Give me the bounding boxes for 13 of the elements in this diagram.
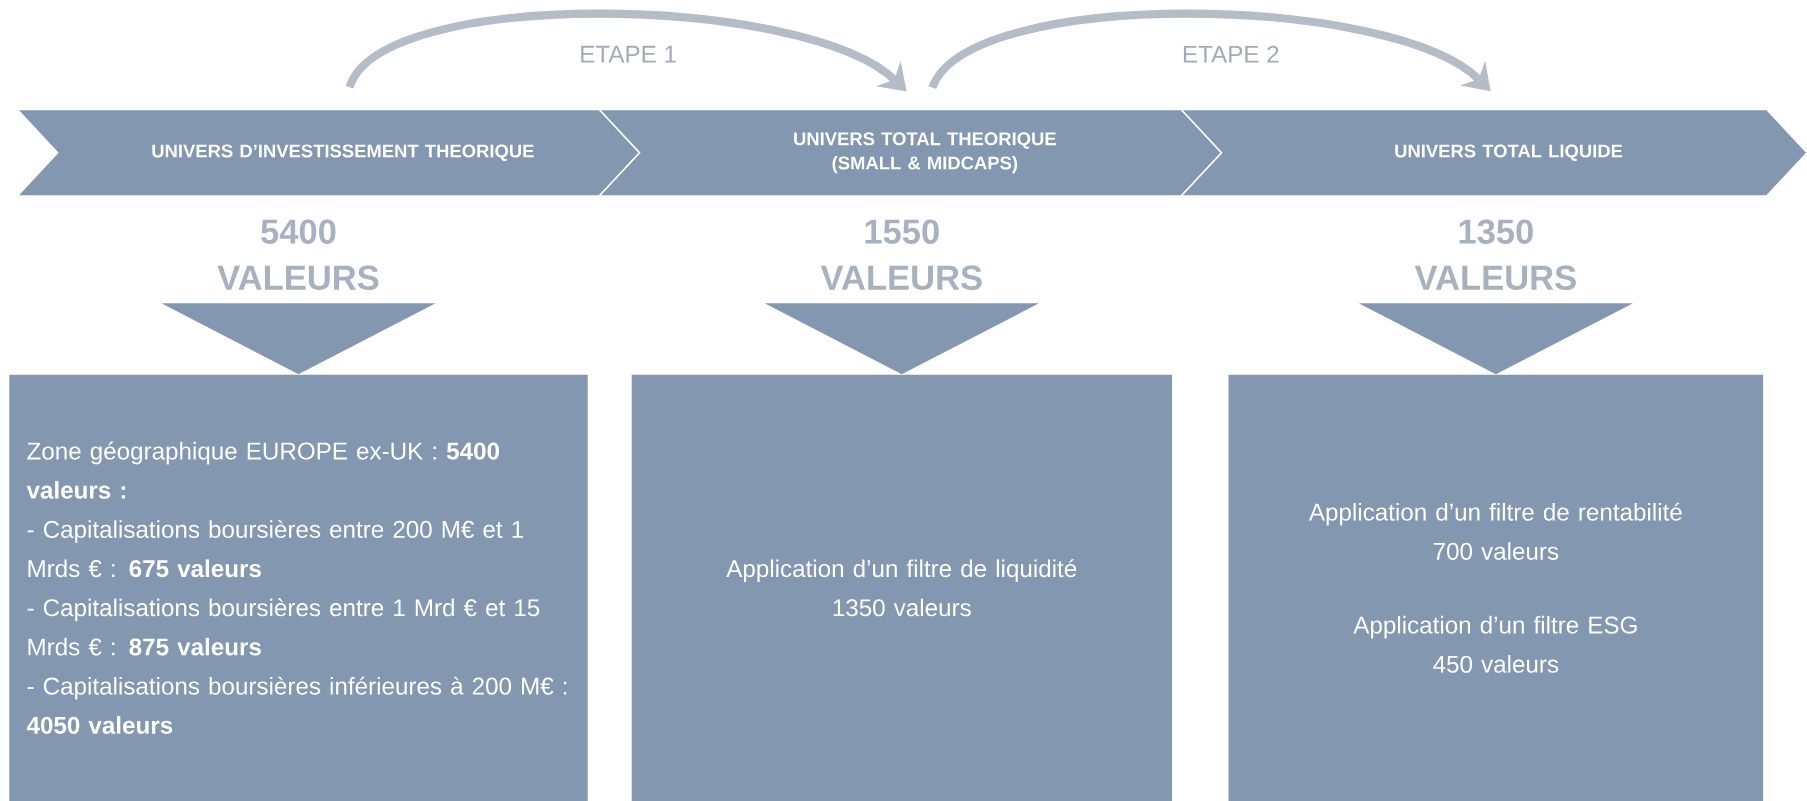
down-arrow (764, 303, 1039, 375)
down-arrow (161, 303, 436, 375)
step-label: ETAPE 1 (581, 45, 676, 63)
down-arrow (1358, 303, 1633, 375)
chevron-banner: UNIVERS D’INVESTISSEMENT THEORIQUE (15, 108, 641, 197)
value-count: 1550 VALEURS (820, 219, 982, 290)
chevron-banner: UNIVERS TOTAL LIQUIDE (1179, 108, 1807, 197)
value-count: 1350 VALEURS (1414, 219, 1576, 290)
curved-arrow (346, 9, 907, 92)
node-label: UNIVERS TOTAL LIQUIDE (1395, 144, 1623, 161)
step-label: ETAPE 2 (1183, 45, 1279, 63)
chevron-banner: UNIVERS TOTAL THEORIQUE (SMALL & MIDCAPS) (597, 108, 1223, 197)
value-count: 5400 VALEURS (217, 219, 379, 290)
